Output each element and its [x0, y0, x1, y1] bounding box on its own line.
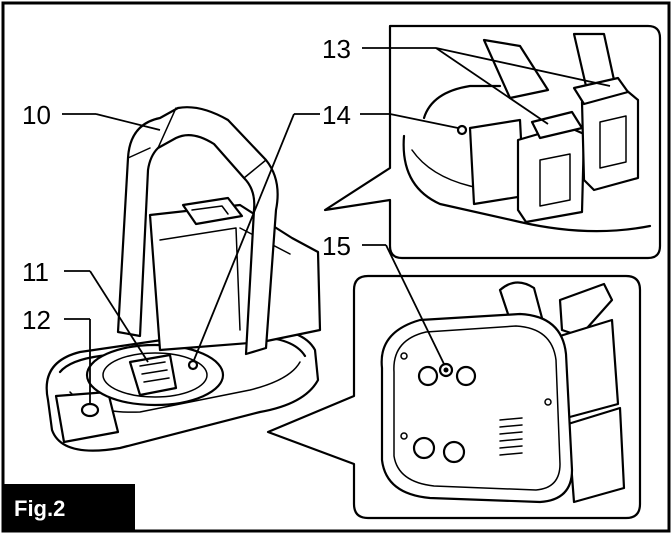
foot-3	[412, 436, 436, 460]
battery-right-13	[580, 88, 640, 192]
indicator-hole-14	[187, 359, 199, 371]
callout-10: 10	[22, 100, 51, 130]
inset-base-edge	[402, 134, 652, 233]
small-hole-a	[400, 352, 408, 360]
battery-latch	[191, 205, 229, 215]
inset-base-rim	[411, 149, 521, 199]
inset-bottom-right	[266, 274, 642, 520]
callout-13: 13	[322, 34, 351, 64]
foot-1	[417, 365, 439, 387]
underside-inner-outline	[393, 325, 561, 491]
cradle-inner-ring	[102, 352, 208, 398]
base-front-lug	[54, 390, 120, 444]
callout-14: 14	[322, 100, 351, 130]
callout-11: 11	[22, 257, 49, 287]
figure-label-box	[3, 484, 135, 531]
foot-4	[442, 440, 466, 464]
callout-12: 12	[22, 305, 51, 335]
inset-handle-post-left	[482, 38, 550, 100]
underside-plate	[380, 312, 574, 504]
inset-top-right	[323, 24, 662, 260]
handle-top-edge	[127, 107, 177, 159]
drain-hole-center	[443, 367, 449, 373]
figure-label: Fig.2	[14, 496, 65, 521]
small-hole-b	[544, 398, 552, 406]
main-charger-illustration	[45, 106, 322, 452]
inset-indicator-14	[456, 124, 468, 136]
callout-15: 15	[322, 231, 351, 261]
battery-right-top	[572, 76, 630, 106]
leader-lines	[62, 47, 611, 404]
battery-right-label	[599, 115, 627, 169]
inset-housing-block	[468, 118, 526, 206]
inset-cradle-ring	[422, 84, 502, 120]
installed-battery-top	[181, 196, 244, 226]
rear-housing	[148, 203, 322, 352]
foot-2	[455, 365, 477, 387]
inset-side-block-lower	[566, 406, 626, 504]
handle-bend	[243, 159, 267, 179]
vent-slots	[499, 417, 523, 456]
small-hole-c	[400, 432, 408, 440]
terminal-pins	[139, 361, 170, 383]
housing-front-face	[159, 227, 241, 331]
battery-left-label	[539, 153, 571, 207]
battery-left-13	[516, 124, 586, 224]
terminal-block-11	[128, 353, 178, 397]
power-socket-12	[80, 402, 100, 418]
inset-handle-arm	[558, 282, 614, 338]
